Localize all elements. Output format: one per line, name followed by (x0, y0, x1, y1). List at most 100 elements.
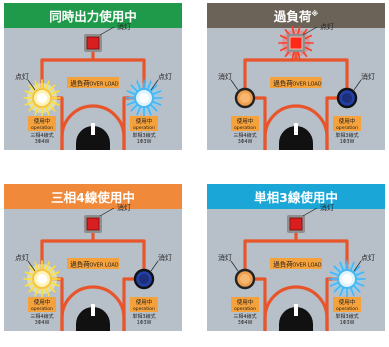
overload-lamp (86, 36, 100, 50)
left-lamp-rays-ray (50, 90, 60, 95)
right-lamp-rays-ray (353, 265, 361, 273)
overload-lamp (289, 217, 303, 231)
left-lamp-rays-ray (45, 106, 50, 116)
bottom-arc-wire (263, 285, 329, 331)
bottom-arc-wire (60, 104, 126, 150)
dial-pointer (294, 304, 298, 316)
right-leader (150, 260, 159, 272)
dial-pointer (294, 123, 298, 135)
right-operation-jp: 使用中 (339, 298, 356, 306)
overload-state-label: 点灯 (320, 22, 334, 31)
overload-lamp-rays-ray (297, 25, 301, 36)
left-lamp-rays-ray (24, 90, 34, 95)
overload-label-en: OVER LOAD (89, 82, 118, 88)
bottom-arc-wire (60, 285, 126, 331)
overload-lamp-rays-ray (291, 50, 295, 61)
right-lamp-rays-ray (136, 80, 141, 90)
left-state-label: 消灯 (218, 253, 232, 262)
left-state-label: 点灯 (15, 72, 29, 81)
left-system-jp: 三相4線式 (30, 132, 53, 139)
right-lamp-rays-ray (152, 101, 162, 106)
right-lamp-rays-ray (126, 90, 136, 95)
right-system-code: 1Φ3W (137, 139, 152, 145)
right-system-code: 1Φ3W (340, 320, 355, 326)
overload-lamp (289, 36, 303, 50)
overload-state-label: 消灯 (117, 22, 131, 31)
right-state-label: 消灯 (361, 72, 375, 81)
left-system-jp: 三相4線式 (30, 313, 53, 320)
right-operation-jp: 使用中 (339, 117, 356, 125)
right-lamp-rays-ray (333, 265, 341, 273)
overload-state-label: 消灯 (117, 203, 131, 212)
right-state-label: 点灯 (158, 72, 172, 81)
overload-leader (302, 207, 318, 217)
dial (279, 126, 313, 150)
right-lamp-rays-ray (329, 282, 339, 287)
left-operation-box (28, 116, 56, 131)
panel-title-text: 過負荷 (273, 9, 312, 24)
left-lamp-rays (23, 260, 61, 298)
right-lamp-rays-ray (147, 80, 152, 90)
left-lamp-rays (23, 79, 61, 117)
right-lamp-core (139, 274, 149, 284)
left-lamp-rays-ray (24, 271, 34, 276)
left-state-label: 消灯 (218, 72, 232, 81)
right-lamp-rays-ray (350, 287, 355, 297)
right-lamp-rays-ray (329, 271, 339, 276)
left-lamp-rays-ray (34, 261, 39, 271)
right-system-jp: 単相3線式 (132, 132, 155, 139)
overload-label-box (270, 77, 322, 88)
right-operation-jp: 使用中 (136, 298, 153, 306)
left-lamp-core (240, 93, 250, 103)
overload-label-en: OVER LOAD (292, 82, 321, 88)
panel-title: 単相3線使用中 (254, 190, 338, 205)
overload-leader (302, 26, 318, 36)
overload-lamp (86, 217, 100, 231)
left-operation-box (28, 297, 56, 312)
overload-label-box (67, 77, 119, 88)
panel-title: 三相4線使用中 (51, 190, 135, 205)
left-lamp-rays-ray (50, 101, 60, 106)
panel-title-mark: ※ (311, 9, 318, 18)
left-operation-en: operation (234, 306, 256, 312)
right-lamp-core (139, 93, 149, 103)
right-operation-en: operation (336, 125, 358, 131)
left-leader (230, 260, 239, 272)
left-lamp-rays-ray (45, 80, 50, 90)
overload-label-jp: 過負荷 (70, 79, 90, 88)
left-lamp-rays-ray (34, 106, 39, 116)
dial (76, 307, 110, 331)
left-lamp-rays-ray (28, 84, 36, 92)
right-operation-box (130, 297, 158, 312)
left-leader (27, 260, 36, 272)
panel-title-text: 単相3線使用中 (254, 190, 338, 205)
bottom-arc-wire (263, 104, 329, 150)
left-system-code: 3Φ4W (238, 320, 253, 326)
overload-lamp-rays-ray (303, 34, 313, 40)
right-lamp-rays-ray (150, 84, 158, 92)
overload-label-en: OVER LOAD (89, 263, 118, 269)
overload-state-label: 消灯 (320, 203, 334, 212)
dial (279, 307, 313, 331)
right-operation-en: operation (133, 306, 155, 312)
right-lamp-rays-ray (126, 101, 136, 106)
left-lamp-rays-ray (48, 104, 56, 112)
right-lamp-rays-ray (339, 287, 344, 297)
overload-label-box (270, 258, 322, 269)
right-system-jp: 単相3線式 (335, 313, 358, 320)
left-operation-box (231, 297, 259, 312)
overload-leader (99, 207, 115, 217)
left-lamp-rays-ray (28, 104, 36, 112)
left-lamp-rays-ray (34, 80, 39, 90)
left-system-code: 3Φ4W (35, 320, 50, 326)
right-lamp-rays-ray (130, 104, 138, 112)
left-system-code: 3Φ4W (238, 139, 253, 145)
panel-title-text: 三相4線使用中 (51, 190, 135, 205)
right-lamp-rays-ray (150, 104, 158, 112)
right-leader (353, 260, 362, 272)
